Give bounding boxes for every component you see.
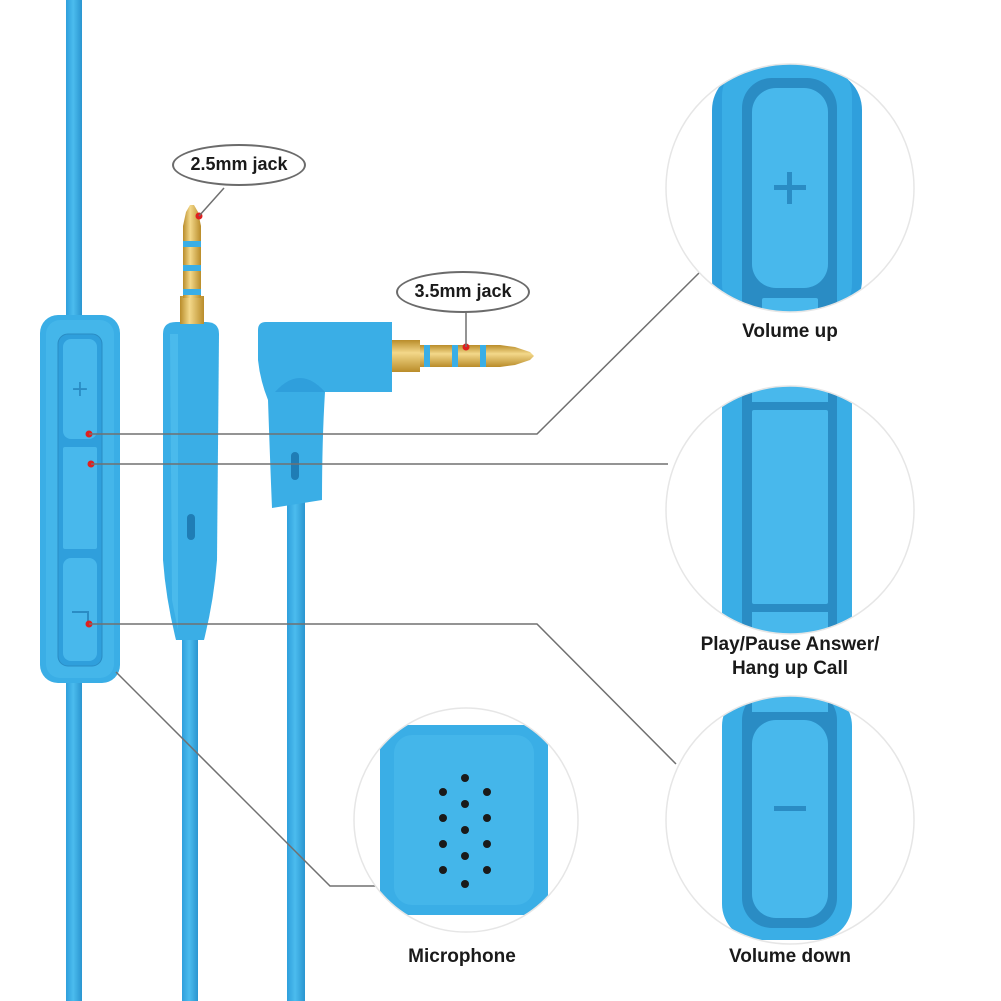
remote-volume-down-button[interactable]: [63, 558, 97, 661]
zoom-volume-down: [665, 695, 915, 945]
minus-icon: [72, 611, 89, 622]
jack-25mm: [163, 205, 219, 640]
leader-volume-up: [89, 271, 701, 435]
plus-icon: +: [71, 377, 89, 402]
remote-play-pause-button[interactable]: [63, 447, 97, 549]
microphone-holes: [439, 774, 491, 888]
label-jack-25mm: 2.5mm jack: [172, 144, 306, 186]
cable-25mm: [182, 630, 198, 1001]
plus-icon: [774, 172, 806, 204]
label-play-pause-line2: Hang up Call: [731, 658, 849, 679]
zoom-volume-up: [665, 63, 915, 313]
main-cable: [66, 0, 82, 1001]
leader-jack-25: [198, 187, 225, 217]
zoom-play-pause: [665, 385, 915, 635]
label-jack-25mm-text: 2.5mm jack: [190, 154, 288, 174]
label-volume-up: Volume up: [742, 321, 838, 342]
jack-35mm: [258, 322, 534, 508]
leader-microphone: [115, 671, 380, 887]
inline-remote: +: [40, 315, 120, 683]
remote-volume-up-button[interactable]: +: [63, 339, 97, 439]
leader-volume-down: [89, 623, 677, 765]
label-play-pause-line1: Play/Pause Answer/: [700, 634, 880, 655]
leader-lines: [89, 187, 701, 887]
label-jack-35mm-text: 3.5mm jack: [414, 281, 512, 301]
label-microphone: Microphone: [408, 946, 516, 967]
minus-icon: [774, 806, 806, 811]
label-jack-35mm: 3.5mm jack: [396, 271, 530, 313]
label-volume-down: Volume down: [728, 946, 852, 967]
zoom-microphone: [353, 707, 579, 933]
cable-35mm: [287, 500, 305, 1001]
label-play-pause: Play/Pause Answer/ Hang up Call: [670, 633, 910, 681]
